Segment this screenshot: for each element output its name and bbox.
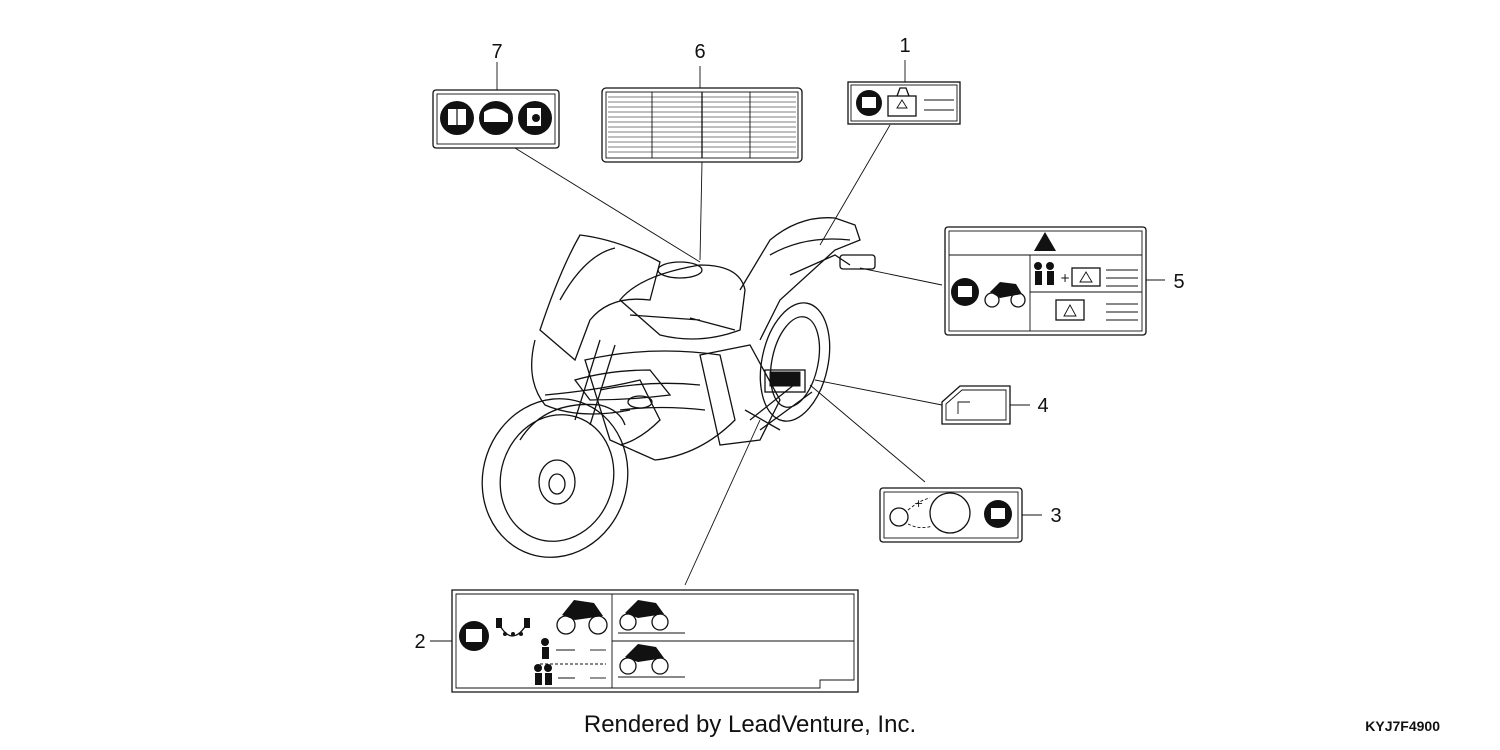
callout-7: 7 <box>491 41 502 63</box>
label-2 <box>451 589 859 693</box>
label-7 <box>432 89 560 149</box>
label-3: + <box>879 487 1023 543</box>
motorcycle-illustration <box>481 217 876 558</box>
callout-5: 5 <box>1173 271 1184 293</box>
callout-6: 6 <box>694 41 705 63</box>
svg-text:+: + <box>914 497 923 510</box>
callout-3: 3 <box>1050 505 1061 527</box>
leader-lines <box>430 60 1165 642</box>
callout-1: 1 <box>899 35 910 57</box>
label-1 <box>847 81 961 125</box>
callout-2: 2 <box>414 631 425 653</box>
label-4 <box>941 385 1011 425</box>
label-5: + <box>944 226 1147 336</box>
svg-text:+: + <box>1060 271 1070 285</box>
label-6 <box>601 87 803 163</box>
rendered-by-text: Rendered by LeadVenture, Inc. <box>584 711 916 738</box>
callout-4: 4 <box>1037 395 1048 417</box>
diagram-code: KYJ7F4900 <box>1365 718 1440 734</box>
